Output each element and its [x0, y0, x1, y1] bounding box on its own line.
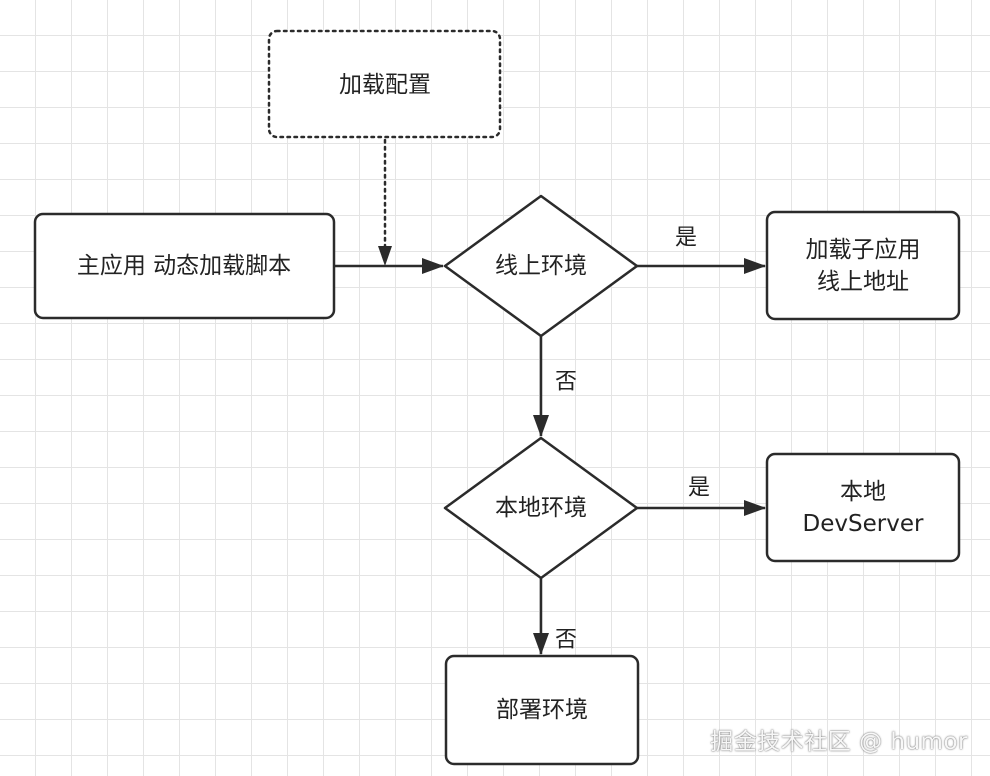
- deploy-env-node: 部署环境: [444, 654, 640, 766]
- online-no-label: 否: [555, 370, 577, 395]
- online-yes-label: 是: [675, 226, 697, 251]
- local-env-decision: 本地环境: [443, 436, 639, 580]
- local-devserver-box: [765, 452, 961, 563]
- load-sub-app-label-line1: 加载子应用: [806, 237, 921, 263]
- main-app-node: 主应用 动态加载脚本: [33, 212, 336, 320]
- main-app-label: 主应用 动态加载脚本: [77, 253, 291, 279]
- load-sub-app-box: [765, 210, 961, 321]
- local-devserver-label-line1: 本地: [840, 479, 886, 505]
- load-sub-app-node: 加载子应用 线上地址: [765, 210, 961, 321]
- online-env-label: 线上环境: [495, 253, 587, 279]
- deploy-env-label: 部署环境: [496, 697, 588, 723]
- local-yes-label: 是: [688, 476, 710, 501]
- deploy-env-box: [444, 654, 640, 766]
- local-devserver-node: 本地 DevServer: [765, 452, 961, 563]
- config-connector-arrowhead: [378, 246, 392, 266]
- load-config-label: 加载配置: [339, 72, 431, 98]
- load-sub-app-label-line2: 线上地址: [817, 269, 909, 295]
- local-devserver-label-line2: DevServer: [803, 511, 924, 537]
- local-env-label: 本地环境: [495, 495, 587, 521]
- watermark: 掘金技术社区 @ humor: [710, 729, 968, 755]
- load-config-node: 加载配置: [267, 29, 502, 139]
- online-env-decision: 线上环境: [443, 194, 639, 338]
- load-config-box: [267, 29, 502, 139]
- local-no-label: 否: [555, 628, 577, 653]
